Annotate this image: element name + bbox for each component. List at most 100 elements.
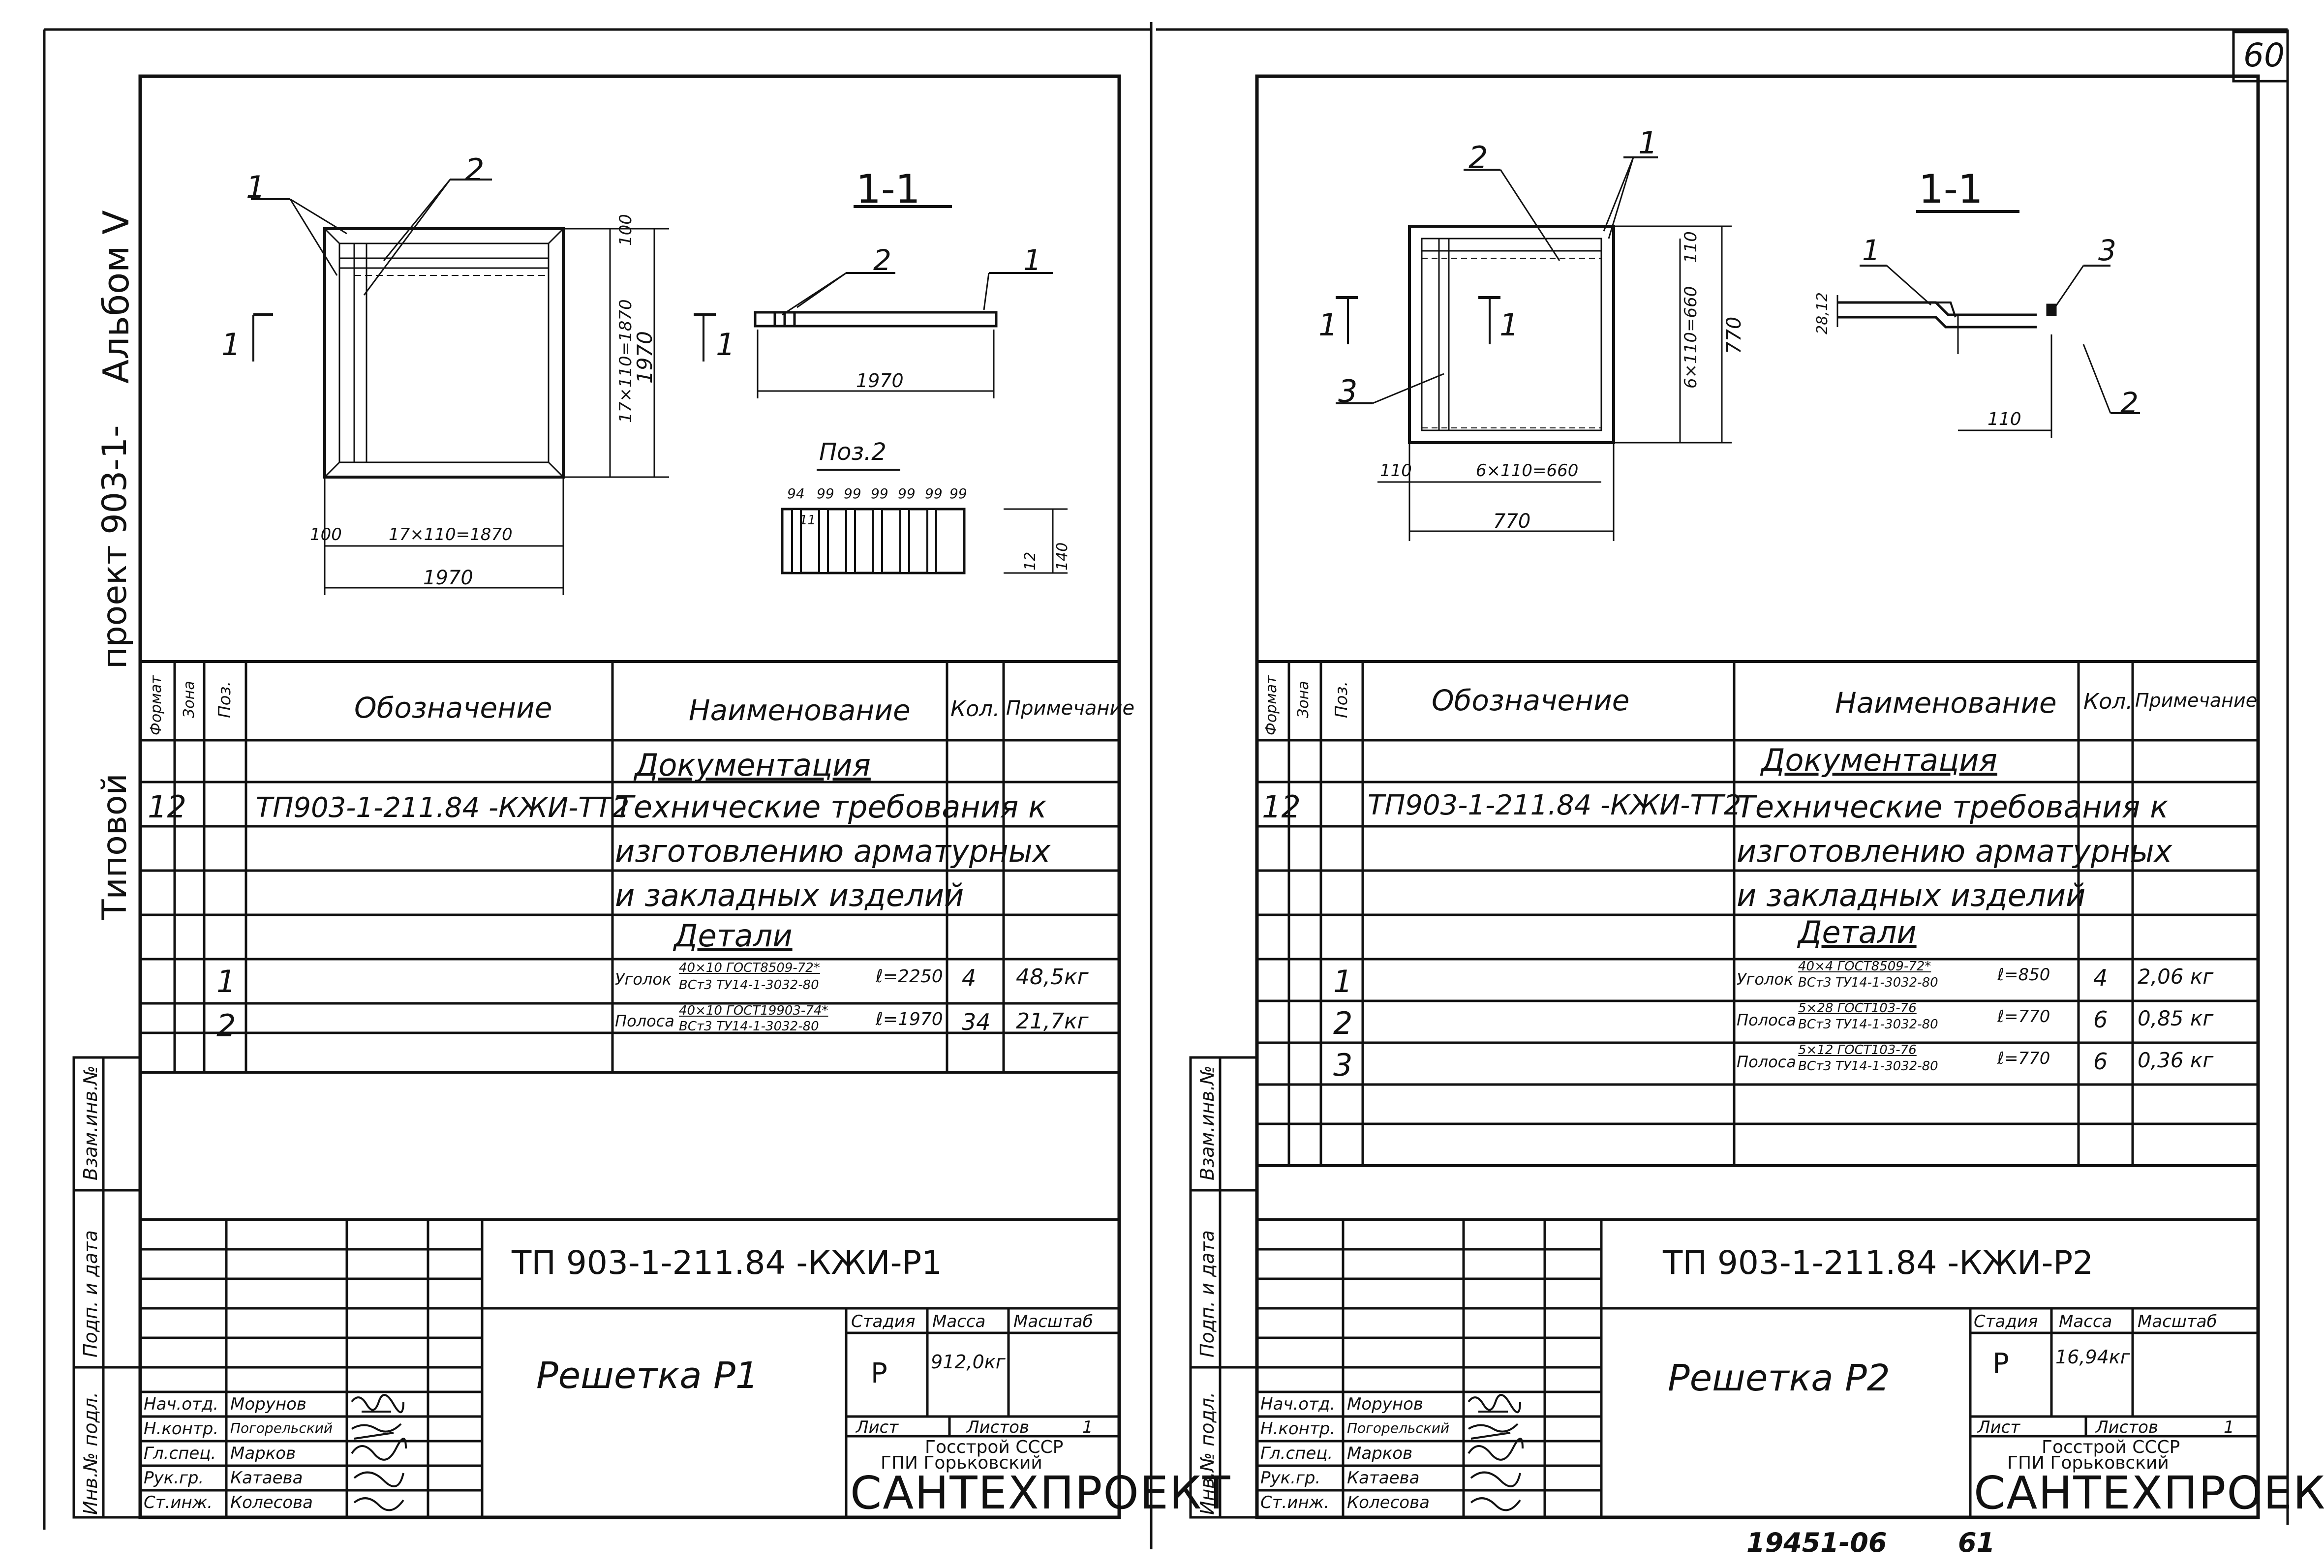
role-2-r2: Н.контр. (1260, 1419, 1336, 1439)
poz2-pitch-1: 99 (817, 485, 834, 502)
section-mark-right: 1 (716, 327, 735, 362)
row-1-profile-r2: 40×4 ГОСТ8509-72* (1798, 959, 1931, 974)
row-pos-2-r2: 2 (1333, 1005, 1353, 1041)
document-title: Решетка Р1 (536, 1355, 759, 1397)
col-designation: Обозначение (354, 691, 552, 724)
mass-header: Масса (932, 1312, 986, 1331)
row-1-length-r2: ℓ=850 (1997, 965, 2050, 985)
role-4-r2: Рук.гр. (1260, 1468, 1321, 1488)
name-2-r2: Погорельский (1347, 1420, 1450, 1436)
grating-r2-section (1836, 210, 2140, 438)
col-name-r2: Наименование (1835, 686, 2057, 720)
sheets-count-r2: 1 (2224, 1417, 2234, 1437)
poz2-pitch-2: 99 (844, 485, 861, 502)
row-2-length-r2: ℓ=770 (1997, 1007, 2050, 1026)
name-4: Катаева (230, 1468, 303, 1488)
sheet-header-r2: Лист (1978, 1417, 2020, 1437)
dim-1970-horiz: 1970 (423, 567, 473, 589)
role-1: Нач.отд. (144, 1394, 219, 1414)
row-3-name-r2: Полоса (1737, 1053, 1796, 1071)
section-dim-1970: 1970 (856, 370, 904, 392)
row-3-length-r2: ℓ=770 (1997, 1049, 2050, 1068)
dim-horiz-r2: 6×110=660 (1476, 461, 1579, 481)
org-line-2: ГПИ Горьковский (881, 1453, 1042, 1473)
row-name-1-r2: Технические требования к (1737, 789, 2169, 825)
col-qty-r2: Кол. (2083, 689, 2133, 714)
row-2-material: ВСт3 ТУ14-1-3032-80 (679, 1019, 819, 1034)
grating-r1-section (754, 205, 1068, 574)
row-details-section: Детали (674, 918, 793, 954)
org-line-2-r2: ГПИ Горьковский (2007, 1453, 2169, 1473)
scale-header-r2: Масштаб (2138, 1312, 2217, 1331)
row-2-note: 21,7кг (1016, 1009, 1089, 1034)
row-name-3-r2: и закладных изделий (1737, 877, 2086, 913)
col-designation-r2: Обозначение (1432, 684, 1630, 717)
dim-horiz: 17×110=1870 (389, 525, 513, 544)
section-pos1: 1 (1023, 243, 1041, 277)
row-fmt-12-r2: 12 (1262, 789, 1301, 825)
row-designation: ТП903-1-211.84 -КЖИ-ТТ2 (256, 792, 630, 824)
role-3-r2: Гл.спец. (1260, 1444, 1333, 1463)
document-code: ТП 903-1-211.84 -КЖИ-Р1 (512, 1244, 943, 1282)
mass-value: 912,0кг (931, 1351, 1006, 1373)
name-1-r2: Морунов (1347, 1394, 1423, 1414)
row-2-qty: 34 (962, 1009, 991, 1035)
sheets-header-r2: Листов (2096, 1417, 2159, 1437)
name-5-r2: Колесова (1347, 1493, 1430, 1512)
row-1-length: ℓ=2250 (876, 966, 943, 987)
row-pos-1-r2: 1 (1333, 964, 1353, 999)
document-title-r2: Решетка Р2 (1668, 1357, 1890, 1399)
row-pos-2: 2 (216, 1008, 236, 1044)
section-mark-r2-left: 1 (1318, 307, 1338, 343)
row-2-profile-r2: 5×28 ГОСТ103-76 (1798, 1001, 1917, 1016)
row-2-name: Полоса (615, 1012, 674, 1030)
stage-header: Стадия (851, 1312, 916, 1331)
role-5-r2: Ст.инж. (1260, 1493, 1330, 1512)
row-1-qty-r2: 4 (2093, 965, 2108, 991)
row-1-qty: 4 (962, 965, 977, 991)
section-title-r2: 1-1 (1919, 166, 1983, 212)
row-pos-1: 1 (216, 964, 236, 999)
row-details-section-r2: Детали (1798, 914, 1917, 950)
row-2-length: ℓ=1970 (876, 1009, 943, 1029)
grating-r2-plan (1336, 156, 1732, 541)
row-3-note-r2: 0,36 кг (2138, 1048, 2214, 1072)
role-3: Гл.спец. (144, 1444, 216, 1463)
section-mark-r2-right: 1 (1499, 307, 1519, 343)
row-name-2: изготовлению арматурных (615, 833, 1051, 869)
row-designation-r2: ТП903-1-211.84 -КЖИ-ТТ2 (1368, 789, 1742, 821)
name-3: Марков (230, 1444, 296, 1463)
stage-value-r2: Р (1992, 1348, 2009, 1380)
role-5: Ст.инж. (144, 1493, 213, 1512)
sheets-header: Листов (967, 1417, 1030, 1437)
row-1-note-r2: 2,06 кг (2138, 965, 2214, 989)
poz2-pitch-4: 99 (898, 485, 916, 502)
mass-value-r2: 16,94кг (2055, 1346, 2130, 1368)
row-2-profile: 40×10 ГОСТ19903-74* (679, 1003, 828, 1018)
row-2-material-r2: ВСт3 ТУ14-1-3032-80 (1798, 1017, 1938, 1032)
role-4: Рук.гр. (144, 1468, 204, 1488)
name-3-r2: Марков (1347, 1444, 1413, 1463)
dim-100-bottom: 100 (310, 525, 342, 544)
row-1-note: 48,5кг (1016, 965, 1089, 990)
section-pos1-r2: 1 (1862, 234, 1880, 267)
row-1-material-r2: ВСт3 ТУ14-1-3032-80 (1798, 975, 1938, 990)
row-doc-section: Документация (635, 747, 871, 783)
org-logo: САНТЕХПРОЕКТ (850, 1467, 1231, 1519)
pos1-callout-r2: 1 (1638, 125, 1658, 161)
row-3-profile-r2: 5×12 ГОСТ103-76 (1798, 1043, 1917, 1057)
grating-r1-plan (251, 179, 716, 595)
name-1: Морунов (230, 1394, 306, 1414)
section-pos2-r2: 2 (2120, 386, 2139, 420)
role-2: Н.контр. (144, 1419, 219, 1439)
poz2-pitch-5: 99 (925, 485, 943, 502)
row-fmt-12: 12 (148, 789, 186, 825)
row-doc-section-r2: Документация (1761, 742, 1997, 778)
section-dim-110-r2: 110 (1988, 409, 2021, 429)
col-note: Примечание (1006, 697, 1135, 720)
pos3-callout-r2: 3 (1338, 373, 1358, 409)
poz2-pitch-3: 99 (871, 485, 888, 502)
name-2: Погорельский (230, 1420, 333, 1436)
